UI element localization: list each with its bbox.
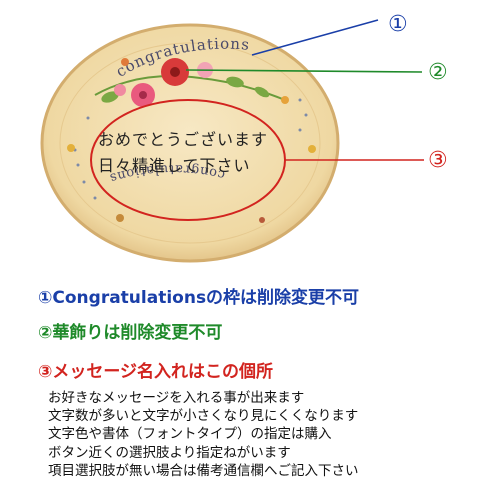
rule-flower: ②華飾りは削除変更不可 <box>38 323 223 343</box>
cookie-svg: congratulations congratulations <box>40 19 424 263</box>
callout-2: ② <box>428 60 448 85</box>
wreath-dots <box>73 98 308 200</box>
rule-frame: ①Congratulationsの枠は削除変更不可 <box>38 288 360 308</box>
ornament-left <box>67 144 75 152</box>
description-line-1: お好きなメッセージを入れる事が出来ます <box>48 390 305 406</box>
ornament-bottom-right <box>259 217 265 223</box>
ornament-bottom <box>116 214 124 222</box>
cookie-body <box>40 23 340 263</box>
cookie-message-line1: おめでとうございます <box>98 130 269 149</box>
ornament-right <box>308 145 316 153</box>
cookie-message-line2: 日々精進して下さい <box>98 156 251 175</box>
callout-1: ① <box>388 12 408 37</box>
description-line-4: ボタン近くの選択肢より指定ねがいます <box>48 444 291 461</box>
leader-line-2 <box>185 69 423 73</box>
cookie-illustration: congratulations congratulations <box>40 19 424 263</box>
description-line-5: 項目選択肢が無い場合は備考通信欄へご記入下さい <box>48 462 359 479</box>
description: お好きなメッセージを入れる事が出来ます 文字数が多いと文字が小さくなり見にくくな… <box>48 389 488 480</box>
rule-message: ③メッセージ名入れはこの個所 <box>38 362 274 382</box>
callout-3: ③ <box>428 148 448 173</box>
description-line-2: 文字数が多いと文字が小さくなり見にくくなります <box>48 408 359 425</box>
cookie-inner-ring <box>59 42 321 244</box>
leader-line-1 <box>251 19 379 56</box>
description-line-3: 文字色や書体（フォントタイプ）の指定は購入 <box>48 426 332 443</box>
flower-decoration <box>94 58 289 107</box>
